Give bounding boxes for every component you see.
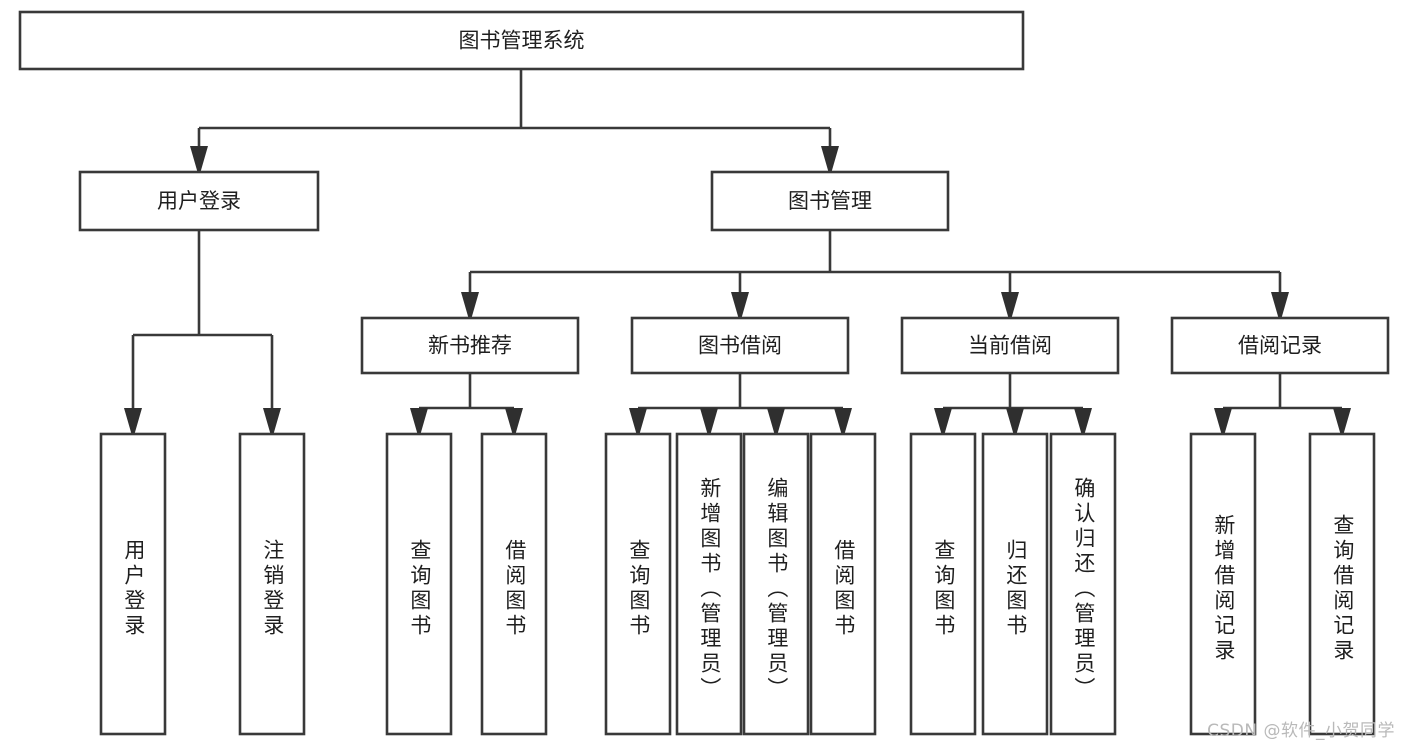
watermark-text: CSDN @软件_小贺同学 <box>1207 721 1395 741</box>
node-box[interactable] <box>1189 432 1257 736</box>
node-label: 图书借阅 <box>698 334 782 358</box>
node-leaf-rec-borrow[interactable] <box>480 432 548 736</box>
node-leaf-cb-return[interactable] <box>981 432 1049 736</box>
node-label: 用户登录 <box>157 189 241 213</box>
node-leaf-br-add[interactable] <box>1189 432 1257 736</box>
node-new-book-rec[interactable]: 新书推荐 <box>360 316 580 375</box>
node-root[interactable]: 图书管理系统 <box>18 10 1025 71</box>
connector-book_manage_fan <box>461 230 1289 318</box>
node-book-borrow[interactable]: 图书借阅 <box>630 316 850 375</box>
node-box[interactable] <box>99 432 167 736</box>
node-leaf-bb-edit[interactable] <box>742 432 810 736</box>
node-box[interactable] <box>604 432 672 736</box>
node-box[interactable] <box>909 432 977 736</box>
node-book-manage[interactable]: 图书管理 <box>710 170 950 232</box>
node-leaf-bb-add[interactable] <box>675 432 743 736</box>
node-label: 当前借阅 <box>968 334 1052 358</box>
node-box[interactable] <box>710 170 950 232</box>
node-box[interactable] <box>630 316 850 375</box>
node-leaf-br-query[interactable] <box>1308 432 1376 736</box>
node-label: 借阅记录 <box>1238 334 1322 358</box>
node-user-login[interactable]: 用户登录 <box>78 170 320 232</box>
arrow-head <box>1214 408 1232 434</box>
node-borrow-record[interactable]: 借阅记录 <box>1170 316 1390 375</box>
connector-root_fan <box>190 69 839 172</box>
arrow-head <box>1074 408 1092 434</box>
arrow-head <box>767 408 785 434</box>
connector-layer <box>124 69 1351 434</box>
node-leaf-cb-confirm[interactable] <box>1049 432 1117 736</box>
node-box[interactable] <box>742 432 810 736</box>
node-box[interactable] <box>480 432 548 736</box>
arrow-head <box>410 408 428 434</box>
arrow-head <box>934 408 952 434</box>
connector-current_borrow_fan <box>934 373 1092 434</box>
node-box[interactable] <box>78 170 320 232</box>
connector-borrow_record_fan <box>1214 373 1351 434</box>
arrow-head <box>700 408 718 434</box>
node-label: 新书推荐 <box>428 334 512 358</box>
arrow-head <box>1001 292 1019 318</box>
arrow-head <box>505 408 523 434</box>
arrow-head <box>629 408 647 434</box>
arrow-head <box>461 292 479 318</box>
arrow-head <box>731 292 749 318</box>
arrow-head <box>263 408 281 434</box>
arrow-head <box>124 408 142 434</box>
node-box[interactable] <box>809 432 877 736</box>
connector-book_borrow_fan <box>629 373 852 434</box>
node-box[interactable] <box>360 316 580 375</box>
arrow-head <box>1333 408 1351 434</box>
arrow-head <box>1271 292 1289 318</box>
node-label: 图书管理系统 <box>459 29 585 53</box>
node-box[interactable] <box>981 432 1049 736</box>
node-box[interactable] <box>18 10 1025 71</box>
arrow-head <box>834 408 852 434</box>
connector-user_login_fan <box>124 230 281 434</box>
node-box[interactable] <box>1170 316 1390 375</box>
node-leaf-cb-query[interactable] <box>909 432 977 736</box>
arrow-head <box>821 146 839 172</box>
node-box[interactable] <box>900 316 1120 375</box>
node-leaf-bb-borrow[interactable] <box>809 432 877 736</box>
node-box[interactable] <box>1049 432 1117 736</box>
node-leaf-bb-query[interactable] <box>604 432 672 736</box>
node-label: 图书管理 <box>788 189 872 213</box>
arrow-head <box>1006 408 1024 434</box>
node-box[interactable] <box>675 432 743 736</box>
node-box[interactable] <box>1308 432 1376 736</box>
node-leaf-user-login[interactable] <box>99 432 167 736</box>
node-leaf-rec-query[interactable] <box>385 432 453 736</box>
connector-new_book_rec_fan <box>410 373 523 434</box>
node-box[interactable] <box>385 432 453 736</box>
node-leaf-user-logout[interactable] <box>238 432 306 736</box>
node-current-borrow[interactable]: 当前借阅 <box>900 316 1120 375</box>
arrow-head <box>190 146 208 172</box>
node-box[interactable] <box>238 432 306 736</box>
